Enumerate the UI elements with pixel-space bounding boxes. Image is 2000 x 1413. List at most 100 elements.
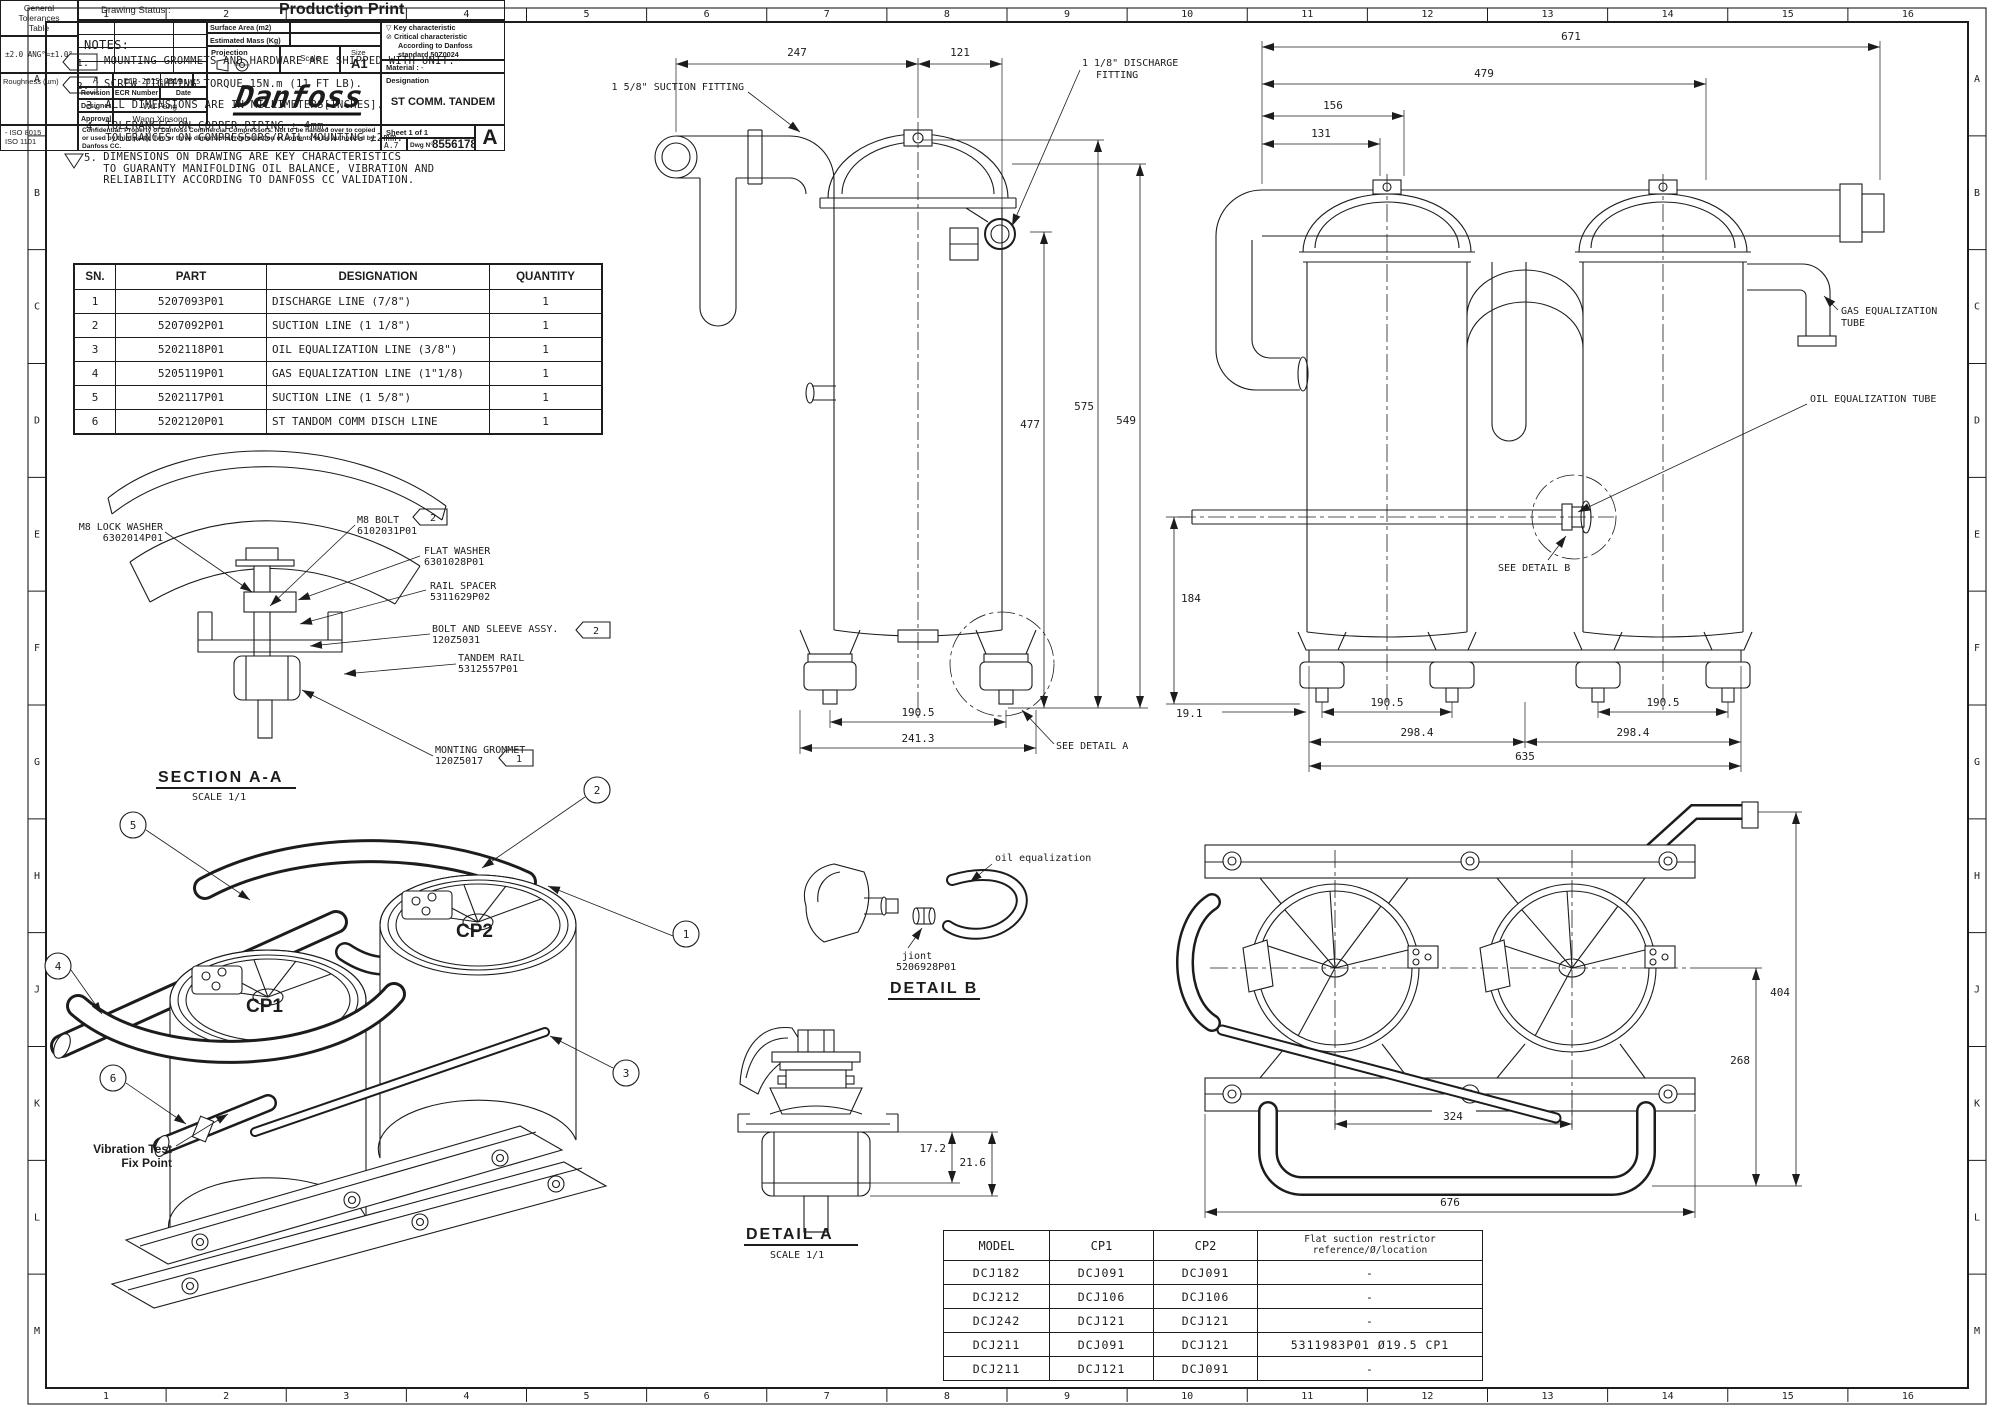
label-discharge-fitting: 1 1/8" DISCHARGE (1082, 58, 1178, 69)
dim-184: 184 (1181, 592, 1201, 605)
size-value: A1 (351, 56, 368, 71)
grid-row-label-left: B (34, 188, 40, 199)
grid-col-label-top: 1 (103, 9, 109, 20)
callout-rail-spacer: RAIL SPACER (430, 581, 497, 592)
label-see-detail-b: SEE DETAIL B (1498, 563, 1570, 574)
callout-rail-spacer-part: 5311629P02 (430, 592, 490, 603)
dim-190-a: 190.5 (1370, 696, 1403, 709)
dim-671: 671 (1561, 30, 1581, 43)
note-5-number: 5. (84, 152, 98, 164)
grid-col-label-bottom: 11 (1301, 1391, 1313, 1402)
dim-190-front: 190.5 (901, 706, 934, 719)
dim-19: 19.1 (1176, 707, 1203, 720)
estimated-mass-value (290, 33, 381, 46)
projection-cell: Projection (207, 46, 280, 73)
grid-row-label-right: L (1974, 1212, 1980, 1223)
label-oil-equalization: oil equalization (995, 853, 1091, 864)
dim-298-b: 298.4 (1616, 726, 1649, 739)
callout-grommet: MONTING GROMMET (435, 745, 525, 756)
dim-17: 17.2 (920, 1142, 947, 1155)
tolerance-value: ±2.0 ANG°=±1.0° (0, 36, 78, 73)
note-2: SCREW TIGHTING TORQUE 15N.m (11 FT LB). (104, 78, 363, 90)
section-aa-geometry (107, 450, 447, 739)
dim-404: 404 (1770, 986, 1790, 999)
label-cp1: CP1 (246, 996, 283, 1017)
drawing-status-value: Production Print (279, 1, 405, 18)
front-view: 247 121 1 5/8" SUCTION FITTING 1 1/8" DI… (612, 46, 1178, 754)
material-row: Material : - (381, 60, 505, 73)
grid-col-label-top: 14 (1662, 9, 1674, 20)
grid-col-label-bottom: 13 (1542, 1391, 1554, 1402)
grid-col-label-bottom: 4 (463, 1391, 469, 1402)
section-aa-view: M8 LOCK WASHER 6302014P01 M8 BOLT 610203… (79, 450, 611, 803)
danfoss-logo-cell: Danfoss (207, 73, 381, 125)
dim-635: 635 (1515, 750, 1535, 763)
surface-area-value (290, 20, 381, 33)
dim-549: 549 (1116, 414, 1136, 427)
balloon-2: 2 (594, 784, 601, 797)
sheet-border: 1122334455667788991010111112121313141415… (27, 7, 1987, 1405)
designation-label: Designation (386, 76, 429, 85)
label-oil-eq-tube: OIL EQUALIZATION TUBE (1810, 394, 1936, 405)
revision-label: Revision (78, 87, 113, 99)
right-view-dimensions: 671 479 156 131 184 19.1 190.5 190.5 (1166, 30, 1937, 772)
grid-row-label-left: K (34, 1098, 40, 1109)
right-view-feet (1297, 631, 1753, 703)
front-view-geometry (654, 122, 1055, 722)
dim-324: 324 (1443, 1110, 1463, 1123)
dim-190-b: 190.5 (1646, 696, 1679, 709)
designer-label: Designer (78, 99, 113, 112)
callout-lock-washer: M8 LOCK WASHER (79, 522, 164, 533)
notes-title: NOTES: (84, 38, 130, 52)
key-characteristic-icon: ▽ (386, 23, 392, 32)
grid-col-label-bottom: 3 (343, 1391, 349, 1402)
iso-standards: - ISO 8015 ISO 1101 (0, 125, 78, 151)
material-label: Material : (386, 63, 419, 72)
label-gas-eq-tube: GAS EQUALIZATION (1841, 306, 1937, 317)
grid-col-label-bottom: 9 (1064, 1391, 1070, 1402)
dim-477: 477 (1020, 418, 1040, 431)
detail-a-scale: SCALE 1/1 (770, 1250, 824, 1261)
grid-col-label-top: 15 (1782, 9, 1794, 20)
label-see-detail-a: SEE DETAIL A (1056, 741, 1128, 752)
grid-col-label-bottom: 6 (704, 1391, 710, 1402)
right-view: 671 479 156 131 184 19.1 190.5 190.5 (1166, 30, 1937, 772)
dim-676: 676 (1440, 1196, 1460, 1209)
callout-flat-washer-part: 6301028P01 (424, 557, 484, 568)
dim-241: 241.3 (901, 732, 934, 745)
dim-575: 575 (1074, 400, 1094, 413)
a7-ref: A.7 (381, 138, 407, 151)
material-value: - (421, 63, 424, 72)
surface-area-label: Surface Area (m2) (207, 20, 290, 33)
label-gas-eq-tube-2: TUBE (1841, 318, 1865, 329)
balloon-4: 4 (55, 960, 62, 973)
grid-row-label-left: A (34, 74, 40, 85)
grid-col-label-top: 2 (223, 9, 229, 20)
iso-base-rails (110, 1125, 608, 1309)
grid-col-label-bottom: 5 (584, 1391, 590, 1402)
grid-col-label-bottom: 2 (223, 1391, 229, 1402)
grid-col-label-bottom: 16 (1902, 1391, 1914, 1402)
svg-text:1.: 1. (77, 58, 90, 69)
date-value: 08/01/15 (160, 73, 207, 87)
detail-a-dimensions: 17.2 21.6 (870, 1131, 998, 1197)
top-view-pipes-rear (1644, 801, 1759, 858)
dwg-number: 8556178 (432, 139, 475, 151)
note-5: DIMENSIONS ON DRAWING ARE KEY CHARACTERI… (103, 151, 435, 186)
dwg-label: Dwg N° (410, 142, 433, 149)
col-quantity: QUANTITY (489, 263, 603, 290)
iso-cylinders: CP1 CP2 (167, 874, 577, 1236)
grid-col-label-top: 4 (463, 9, 469, 20)
iso-front-pipes (66, 982, 550, 1157)
dim-268: 268 (1730, 1054, 1750, 1067)
roughness: Roughness (µm) (0, 73, 78, 125)
